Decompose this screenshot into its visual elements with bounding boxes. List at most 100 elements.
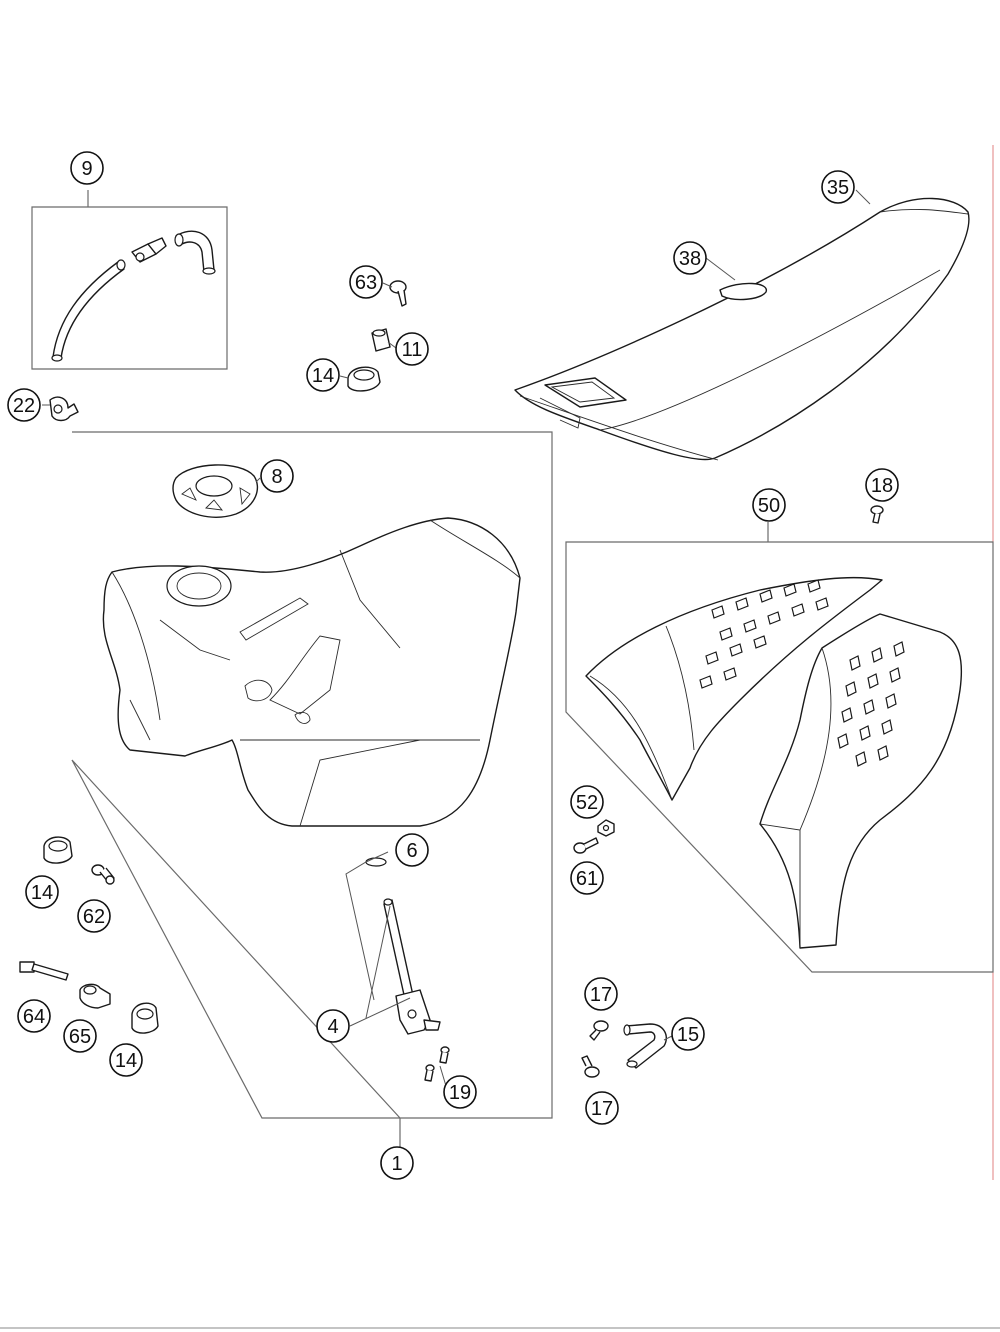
callout-number: 64 xyxy=(23,1006,45,1028)
callout-number: 17 xyxy=(591,1098,613,1120)
callout-c65: 65 xyxy=(63,1019,97,1053)
callout-number: 14 xyxy=(115,1050,137,1072)
callout-c18: 18 xyxy=(865,468,899,502)
callout-c8: 8 xyxy=(260,459,294,493)
callout-number: 14 xyxy=(312,365,334,387)
leader-14a xyxy=(339,375,349,379)
tank-spoiler-left-part xyxy=(585,576,883,801)
screws-19-part xyxy=(424,1046,450,1082)
callout-number: 22 xyxy=(13,395,35,417)
callout-circle xyxy=(306,358,340,392)
callout-c63: 63 xyxy=(349,265,383,299)
callout-circle xyxy=(673,241,707,275)
callout-c14b: 14 xyxy=(25,875,59,909)
fuel-tap-4-part xyxy=(383,898,441,1035)
callout-number: 63 xyxy=(355,272,377,294)
fuel-cap-part xyxy=(172,464,259,518)
screw-18-part xyxy=(870,505,884,524)
leader-6 xyxy=(345,851,389,1001)
leader-4 xyxy=(349,905,411,1027)
spoiler-group-frame xyxy=(565,522,994,973)
elbow-fitting xyxy=(49,396,79,422)
o-ring-6-part xyxy=(365,857,387,867)
callout-circle xyxy=(25,875,59,909)
callout-number: 38 xyxy=(679,248,701,270)
leader-38 xyxy=(705,257,736,281)
callout-c50: 50 xyxy=(752,488,786,522)
callout-number: 17 xyxy=(590,984,612,1006)
callout-c17a: 17 xyxy=(584,977,618,1011)
callout-number: 1 xyxy=(391,1153,402,1175)
bushing-11-part xyxy=(371,328,391,352)
rubber-grommet-14c-part xyxy=(131,1002,159,1034)
callout-circle xyxy=(70,151,104,185)
callout-c61: 61 xyxy=(570,861,604,895)
callout-number: 52 xyxy=(576,792,598,814)
callout-circle xyxy=(570,861,604,895)
callout-c38: 38 xyxy=(673,241,707,275)
rubber-grommet-14-part xyxy=(347,366,381,392)
leader-63 xyxy=(382,282,393,288)
callout-number: 19 xyxy=(449,1082,471,1104)
callout-c22: 22 xyxy=(7,388,41,422)
vent-hose-group-frame xyxy=(31,190,228,370)
nut-52-part xyxy=(597,819,615,837)
leader-35 xyxy=(855,189,871,205)
clamp-17a-part xyxy=(589,1020,609,1041)
vent-hose-kit xyxy=(51,230,216,362)
callout-c64: 64 xyxy=(17,999,51,1033)
callout-number: 18 xyxy=(871,475,893,497)
callout-c11: 11 xyxy=(395,332,429,366)
callout-circle xyxy=(752,488,786,522)
callout-circle xyxy=(260,459,294,493)
hose-15-part xyxy=(623,1023,668,1069)
callout-number: 4 xyxy=(327,1016,338,1038)
callout-circle xyxy=(17,999,51,1033)
screw-63-part xyxy=(389,280,407,307)
callout-circle xyxy=(671,1017,705,1051)
callout-circle xyxy=(585,1091,619,1125)
spacer-65-part xyxy=(79,983,111,1009)
callout-circle xyxy=(584,977,618,1011)
rubber-grommet-14b-part xyxy=(43,836,73,864)
callout-circle xyxy=(7,388,41,422)
callout-number: 65 xyxy=(69,1026,91,1048)
callout-c14a: 14 xyxy=(306,358,340,392)
seat-part xyxy=(514,197,970,461)
tank-spoiler-right-part xyxy=(759,613,963,949)
leader-15 xyxy=(663,1035,673,1041)
callout-number: 62 xyxy=(83,906,105,928)
callout-circle xyxy=(570,785,604,819)
callout-number: 35 xyxy=(827,177,849,199)
fuel-tank-part xyxy=(102,517,521,827)
callout-circle xyxy=(109,1043,143,1077)
callout-c4: 4 xyxy=(316,1009,350,1043)
callout-circle xyxy=(865,468,899,502)
screw-61-part xyxy=(573,837,599,854)
callout-c17b: 17 xyxy=(585,1091,619,1125)
callout-circle xyxy=(443,1075,477,1109)
callout-number: 8 xyxy=(271,466,282,488)
callout-circle xyxy=(316,1009,350,1043)
callout-number: 15 xyxy=(677,1024,699,1046)
callout-layer: 9 35 38 63 11 14 22 8 18 50 6 52 61 14 62 17 15 4 64 65 14 19… xyxy=(7,151,899,1180)
callout-number: 14 xyxy=(31,882,53,904)
callout-number: 9 xyxy=(81,158,92,180)
callout-number: 61 xyxy=(576,868,598,890)
callout-c6: 6 xyxy=(395,833,429,867)
callout-number: 11 xyxy=(402,339,423,361)
leader-8 xyxy=(255,477,261,483)
leader-19 xyxy=(439,1065,447,1087)
callout-circle xyxy=(821,170,855,204)
callout-c62: 62 xyxy=(77,899,111,933)
clamp-17b-part xyxy=(581,1055,600,1078)
callout-c1: 1 xyxy=(380,1146,414,1180)
callout-number: 6 xyxy=(406,840,417,862)
bolt-64-part xyxy=(19,961,69,981)
callout-circle xyxy=(349,265,383,299)
leader-11 xyxy=(387,341,397,349)
callout-c9: 9 xyxy=(70,151,104,185)
fuel-tank-group-frame xyxy=(71,431,553,1148)
callout-c35: 35 xyxy=(821,170,855,204)
